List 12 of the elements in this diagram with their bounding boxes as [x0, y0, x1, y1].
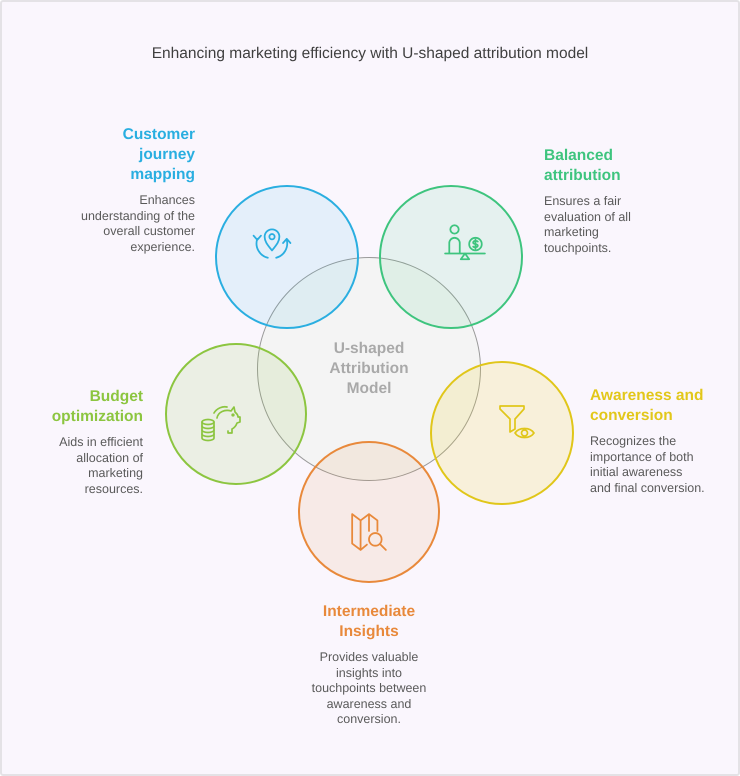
node-description: Enhances understanding of the overall customer experience. — [80, 193, 195, 255]
node-label: U-shaped Attribution Model — [328, 339, 410, 399]
diagram-title: Enhancing marketing efficiency with U-shaped attribution model — [152, 45, 588, 63]
node-description: Aids in efficient allocation of marketing resources. — [58, 435, 143, 497]
node-heading: Budget optimization — [50, 387, 143, 427]
node-description: Recognizes the importance of both initial awareness and final conversion. — [590, 434, 706, 496]
node-description: Provides valuable insights into touchpoints between awareness and conversion. — [310, 650, 428, 728]
node-heading: Customer journey mapping — [122, 125, 195, 185]
node-heading: Awareness and conversion — [590, 386, 704, 426]
node-heading: Intermediate Insights — [322, 602, 416, 642]
node-description: Ensures a fair evaluation of all marketing touchpoints. — [544, 194, 632, 256]
node-heading: Balanced attribution — [544, 146, 622, 186]
